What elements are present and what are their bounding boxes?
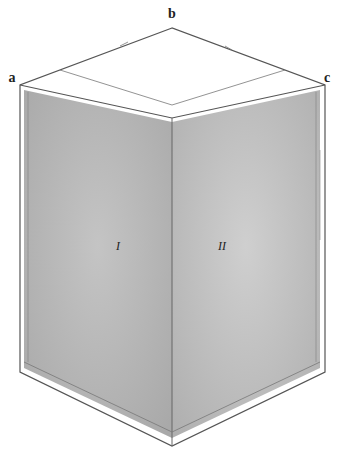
dimension-line [320, 150, 321, 240]
face-left [24, 90, 172, 438]
outer-outline [20, 28, 325, 446]
rim-line [20, 85, 325, 118]
vertex-label: c [324, 71, 330, 85]
face-label: II [218, 240, 226, 252]
rim-line [24, 362, 320, 432]
vertex-label: b [168, 7, 176, 21]
vertex-label: a [9, 71, 16, 85]
rim-line [28, 92, 29, 362]
edge-line [172, 118, 173, 446]
tick-mark [120, 42, 128, 46]
face-label: I [116, 240, 120, 252]
rim-line [60, 70, 285, 105]
tick-mark [225, 46, 232, 50]
rim-line [316, 92, 317, 362]
